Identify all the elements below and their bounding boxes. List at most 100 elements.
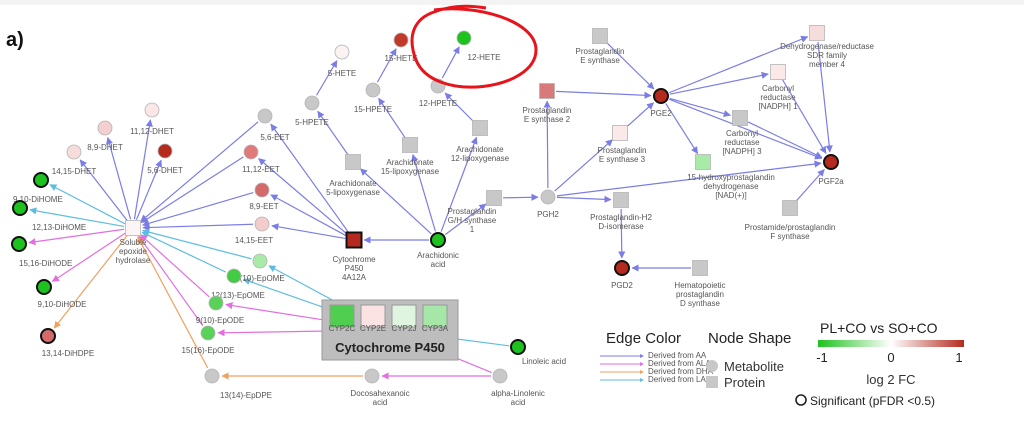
metabolite-marker — [12, 200, 28, 216]
edge-lox12-hpete12 — [444, 92, 475, 123]
cyp-member-cyp2j — [391, 304, 417, 328]
node-label: 11,12-DHET — [130, 127, 174, 136]
metabolite-marker — [510, 339, 526, 355]
edge-sdr-pgf2a — [817, 41, 833, 153]
edge-lox15-hpete15 — [378, 97, 406, 138]
node-dhet1112: 11,12-DHET — [130, 102, 174, 136]
metabolite-marker — [66, 144, 82, 160]
edge-hpete5-hete5 — [316, 60, 338, 96]
protein-marker — [592, 28, 608, 44]
node-label: 15-HETE — [385, 54, 418, 63]
annotation-circle — [410, 4, 538, 89]
node-pge2: PGE2 — [650, 88, 672, 118]
metabolite-marker — [144, 102, 160, 118]
edge-seh-dihode1516 — [28, 228, 125, 246]
cyp-member-label: CYP2J — [392, 324, 417, 333]
edge-pgh2-pgdi — [556, 195, 612, 203]
edge-aa-lox12 — [440, 136, 478, 232]
node-pgf2a: PGF2a — [818, 154, 844, 186]
metabolite-marker — [208, 295, 224, 311]
edge-aa-lox15 — [411, 154, 437, 232]
protein-marker — [472, 120, 488, 136]
metabolite-marker — [200, 325, 216, 341]
edge-pgfs-pgf2a — [795, 169, 825, 202]
edge-eet56-seh — [140, 121, 259, 222]
legend-edge-label: Derived from DHA — [648, 367, 714, 376]
edge-aa-pgghs1 — [444, 203, 487, 236]
metabolite-marker — [540, 189, 556, 205]
metabolite-marker — [33, 172, 49, 188]
metabolite-marker — [364, 368, 380, 384]
node-hpete15: 15-HPETE — [354, 82, 392, 114]
node-label: 12(13)-EpOME — [211, 291, 265, 300]
protein-marker — [402, 137, 418, 153]
node-label: 13(14)-EpDPE — [220, 391, 272, 400]
protein-marker — [782, 200, 798, 216]
edge-pes-pge2 — [605, 41, 655, 90]
edge-seh-dhet1415 — [79, 159, 128, 222]
edge-hpete12-hete12 — [441, 46, 460, 79]
legend-protein-label: Protein — [724, 375, 765, 390]
node-epome910: 9(10)-EpOME — [235, 253, 285, 283]
node-label: Linoleic acid — [522, 357, 566, 366]
edge-pes2-pge2 — [555, 90, 652, 99]
legend-scale-min: -1 — [816, 350, 828, 365]
node-pgh2: PGH2 — [537, 189, 559, 219]
edge-epode910-seh — [139, 234, 210, 298]
metabolite-marker — [653, 88, 669, 104]
node-dhet89: 8,9-DHET — [87, 120, 123, 152]
edge-seh-dhet89 — [106, 137, 132, 220]
edge-epdpe1314-seh — [137, 236, 209, 369]
metabolite-marker — [304, 95, 320, 111]
node-la: Linoleic acid — [510, 339, 566, 366]
metabolite-marker — [226, 268, 242, 284]
legend-shape-title: Node Shape — [708, 330, 791, 347]
cyp-member-label: CYP3A — [422, 324, 449, 333]
edge-pgh2-pes3 — [554, 139, 613, 192]
cyp-member-label: CYP2E — [360, 324, 386, 333]
edge-cbr3-pgf2a — [747, 121, 823, 159]
metabolite-marker — [40, 328, 56, 344]
legend-scale-max: 1 — [955, 350, 962, 365]
metabolite-marker — [97, 120, 113, 136]
node-hete12: 12-HETE — [456, 30, 500, 62]
edge-pge2-cbr1 — [669, 71, 769, 95]
metabolite-marker — [823, 154, 839, 170]
node-pgd2: PGD2 — [611, 260, 633, 290]
metabolite-marker — [365, 82, 381, 98]
metabolite-marker — [11, 236, 27, 252]
metabolite-marker — [254, 216, 270, 232]
edge-seh-dihdpe1314 — [53, 234, 128, 329]
metabolite-marker — [252, 253, 268, 269]
edge-cyp4a12-eet56 — [270, 123, 350, 234]
edge-epome910-seh — [142, 228, 252, 260]
edge-seh-dihode910 — [51, 232, 126, 282]
edge-cbr1-pgf2a — [782, 79, 827, 154]
metabolite-marker — [254, 182, 270, 198]
edge-eet1415-seh — [142, 223, 254, 232]
node-eet56: 5,6-EET — [257, 108, 290, 142]
node-label: PGD2 — [611, 281, 633, 290]
edge-seh-dhet1112 — [133, 119, 153, 220]
protein-marker — [613, 192, 629, 208]
node-label: 8,9-EET — [249, 202, 278, 211]
node-label: 5-HPETE — [295, 118, 329, 127]
